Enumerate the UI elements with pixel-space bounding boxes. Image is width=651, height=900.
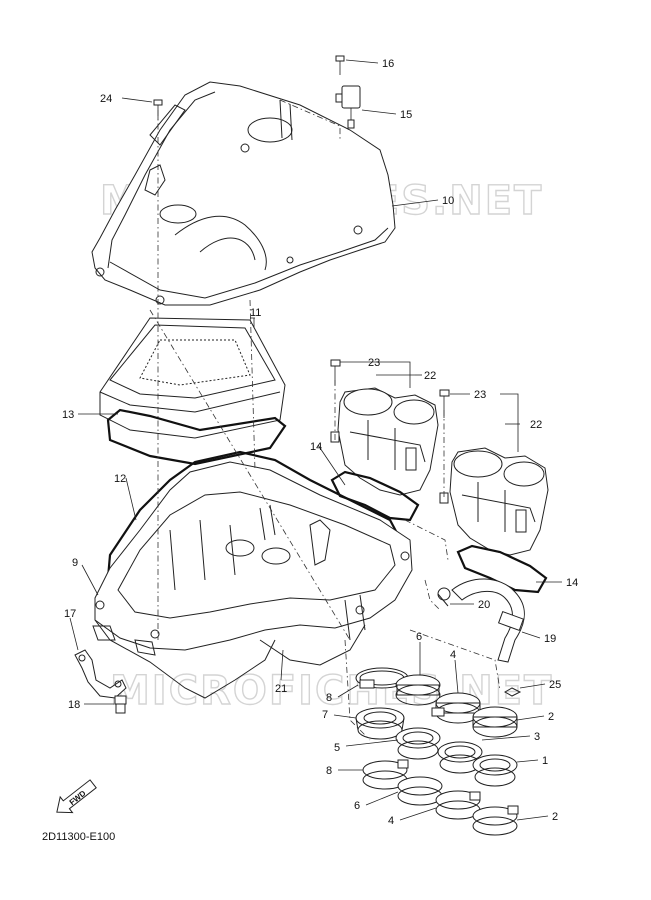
- clamp-2-lower: [472, 805, 519, 836]
- air-filter-element: [99, 317, 286, 439]
- watermark-bottom: MICROFICHES.NET: [110, 668, 553, 714]
- joint-22-lower: [449, 447, 549, 556]
- hose-19: [451, 578, 525, 663]
- joint-1: [472, 754, 518, 787]
- callout-22-lower: 22: [530, 419, 542, 431]
- alignment-line-2: [149, 309, 351, 641]
- callout-18: 18: [68, 699, 80, 711]
- clip-20: [437, 587, 451, 607]
- callout-3: 3: [534, 731, 540, 743]
- callout-17: 17: [64, 608, 76, 620]
- diagram-code: 2D11300-E100: [42, 831, 115, 843]
- callout-23-lower: 23: [474, 389, 486, 401]
- bracket-17: [74, 649, 127, 699]
- callout-labels: 24 16 15 10 11 23 22 23 22 13 14 12 14 9…: [62, 58, 578, 827]
- air-box-cover: [91, 81, 396, 306]
- joint-5: [395, 727, 441, 760]
- callout-24: 24: [100, 93, 112, 105]
- fwd-arrow-icon: FWD: [56, 779, 97, 814]
- joint-22-upper: [337, 387, 439, 496]
- alignment-line-4: [249, 299, 256, 471]
- callout-4-lower: 4: [388, 815, 394, 827]
- callout-9: 9: [72, 557, 78, 569]
- callout-20: 20: [478, 599, 490, 611]
- callout-2-upper: 2: [548, 711, 554, 723]
- callout-11: 11: [250, 307, 261, 319]
- gasket-13: [106, 408, 287, 466]
- callout-1: 1: [542, 755, 548, 767]
- callout-13: 13: [62, 409, 74, 421]
- callout-8-upper: 8: [326, 692, 332, 704]
- callout-6-lower: 6: [354, 800, 360, 812]
- callout-19: 19: [544, 633, 556, 645]
- gasket-14-lower: [456, 544, 548, 594]
- alignment-line-6: [424, 579, 441, 611]
- clamp-8-upper: [355, 667, 409, 689]
- callout-7: 7: [322, 709, 328, 721]
- leader-lines: [69, 59, 562, 821]
- nut-18: [114, 695, 127, 714]
- screw-23-lower: [439, 389, 450, 504]
- callout-5: 5: [334, 742, 340, 754]
- screw-16: [335, 55, 345, 75]
- alignment-line-8: [409, 629, 501, 691]
- gasket-14-upper: [330, 470, 420, 522]
- alignment-line-5: [404, 519, 449, 561]
- clip-25: [503, 687, 522, 697]
- callout-25: 25: [549, 679, 561, 691]
- callout-15: 15: [400, 109, 412, 121]
- air-box-case: [92, 461, 413, 699]
- callout-14-upper: 14: [310, 441, 322, 453]
- callout-2-lower: 2: [552, 811, 558, 823]
- callout-22-upper: 22: [424, 370, 436, 382]
- callout-8-lower: 8: [326, 765, 332, 777]
- callout-6-upper: 6: [416, 631, 422, 643]
- callout-16: 16: [382, 58, 394, 70]
- callout-10: 10: [442, 195, 454, 207]
- alignment-line-7: [344, 639, 371, 741]
- callout-12: 12: [114, 473, 126, 485]
- callout-23-upper: 23: [368, 357, 380, 369]
- callout-4-upper: 4: [450, 649, 456, 661]
- clamp-4-lower: [435, 790, 481, 820]
- clamp-2-upper: [472, 706, 518, 738]
- clamp-6-lower: [397, 776, 443, 806]
- clamp-6-upper: [395, 674, 441, 706]
- callout-14-lower: 14: [566, 577, 578, 589]
- joint-3: [437, 741, 483, 774]
- sensor-15: [335, 85, 361, 129]
- callout-21: 21: [275, 683, 287, 695]
- clamp-4-upper: [431, 692, 481, 724]
